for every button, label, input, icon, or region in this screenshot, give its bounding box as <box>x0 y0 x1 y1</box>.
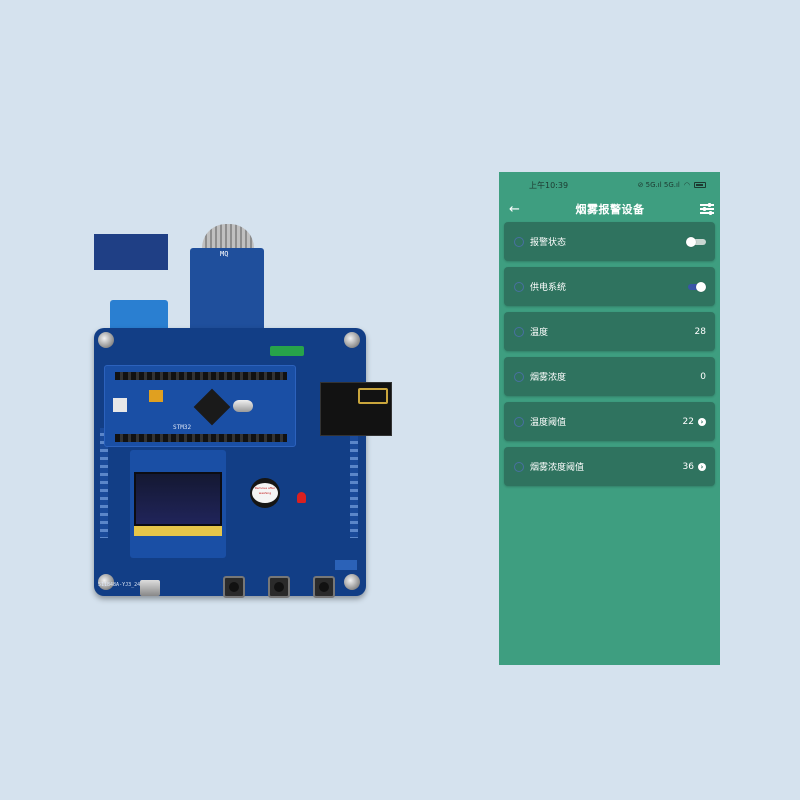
screw-icon <box>344 332 360 348</box>
wifi-icon: ◠ <box>683 181 690 189</box>
oled-module <box>130 450 226 558</box>
alarm-status-icon <box>514 236 524 247</box>
pcb-id-label: 511848A-YJ3_241022 <box>98 582 153 588</box>
status-bar: 上午10:39 ⊘ 5G.ıl 5G.ıl ◠ <box>499 172 720 198</box>
hardware-board-photo: MQ 511848A-YJ3_241022 STM32 Remove after… <box>90 220 430 610</box>
push-button-1 <box>223 576 245 598</box>
arrow-left-icon[interactable]: ← <box>509 201 520 217</box>
row-label: 烟雾浓度 <box>530 373 567 383</box>
temperature-threshold-value: 22 <box>682 416 694 427</box>
jumper <box>149 390 163 402</box>
power-system-toggle[interactable] <box>686 281 706 292</box>
pin-header-top <box>115 372 287 380</box>
smoke-concentration-value: 0 <box>700 371 706 382</box>
pin-header-bottom <box>115 434 287 442</box>
row-temperature-threshold[interactable]: 温度阈值 22 › <box>504 402 715 441</box>
row-label: 烟雾浓度阈值 <box>530 463 585 473</box>
mcu-core-board: STM32 <box>104 365 296 447</box>
push-button-3 <box>313 576 335 598</box>
row-label: 报警状态 <box>530 238 567 248</box>
power-system-icon <box>514 281 524 292</box>
threshold-icon <box>514 416 524 427</box>
temperature-value: 28 <box>694 326 706 337</box>
temperature-icon <box>514 326 524 337</box>
smoke-icon <box>514 371 524 382</box>
blue-terminal <box>335 560 357 570</box>
usb-port <box>140 580 160 596</box>
page-title: 烟雾报警设备 <box>575 203 645 216</box>
red-led <box>297 492 306 503</box>
phone-app-screen: 上午10:39 ⊘ 5G.ıl 5G.ıl ◠ ← 烟雾报警设备 报警状态 供电… <box>499 172 720 665</box>
wifi-module <box>320 382 392 436</box>
mcu-chip <box>193 388 231 426</box>
app-bar: ← 烟雾报警设备 <box>499 198 720 220</box>
smoke-threshold-value: 36 <box>682 461 694 472</box>
oled-flex-strip <box>134 526 222 536</box>
chevron-right-icon[interactable]: › <box>698 417 706 426</box>
sliders-icon[interactable] <box>700 203 714 215</box>
row-alarm-status: 报警状态 <box>504 222 715 261</box>
chevron-right-icon[interactable]: › <box>698 462 706 471</box>
antenna-trace <box>358 388 388 404</box>
screw-icon <box>98 574 114 590</box>
signal-icon: ⊘ 5G.ıl 5G.ıl <box>637 181 680 189</box>
screw-icon <box>344 574 360 590</box>
gas-sensor-module: MQ <box>190 248 264 332</box>
status-indicators: ⊘ 5G.ıl 5G.ıl ◠ <box>638 181 706 189</box>
sensor-label: MQ <box>220 250 229 258</box>
row-label: 供电系统 <box>530 283 567 293</box>
row-label: 温度 <box>530 328 549 338</box>
row-smoke-concentration: 烟雾浓度 0 <box>504 357 715 396</box>
battery-icon <box>694 182 706 188</box>
alarm-status-toggle[interactable] <box>686 236 706 247</box>
micro-usb-port <box>113 398 127 412</box>
threshold-icon <box>514 461 524 472</box>
row-label: 温度阈值 <box>530 418 567 428</box>
temperature-sensor-header <box>94 234 168 270</box>
crystal <box>233 400 253 412</box>
oled-screen <box>134 472 222 526</box>
green-terminal <box>270 346 304 356</box>
screw-icon <box>98 332 114 348</box>
device-property-list: 报警状态 供电系统 温度 28 烟雾浓度 0 温度阈值 22 › <box>499 220 720 486</box>
pin-header-left <box>100 428 108 538</box>
status-time: 上午10:39 <box>529 180 569 190</box>
chip-label: STM32 <box>173 424 192 431</box>
pin-header-right <box>350 428 358 538</box>
row-temperature: 温度 28 <box>504 312 715 351</box>
row-power-system: 供电系统 <box>504 267 715 306</box>
row-smoke-threshold[interactable]: 烟雾浓度阈值 36 › <box>504 447 715 486</box>
buzzer-sticker: Remove after washing <box>252 483 278 503</box>
push-button-2 <box>268 576 290 598</box>
buzzer: Remove after washing <box>250 478 280 508</box>
